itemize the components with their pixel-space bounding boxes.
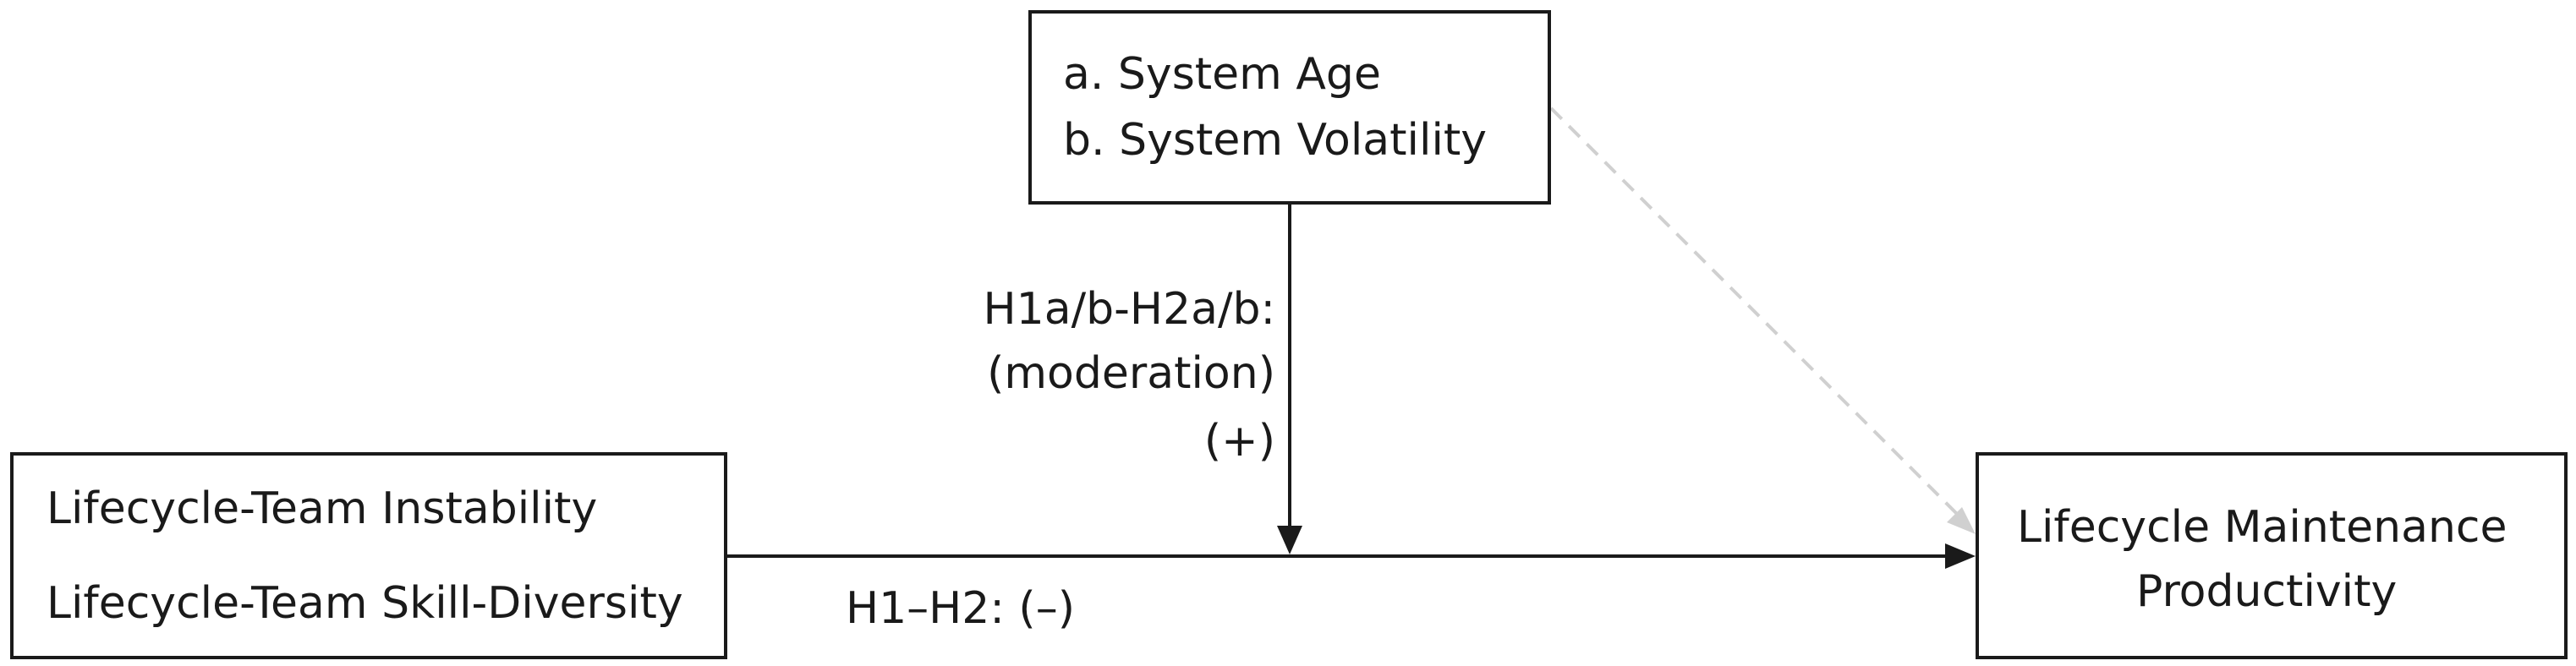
- system-volatility-label: b. System Volatility: [1063, 115, 1488, 166]
- main-effect-hypothesis-label: H1–H2: (–): [846, 583, 1075, 634]
- independent-variables-box: [10, 452, 727, 659]
- team-instability-label: Lifecycle-Team Instability: [47, 483, 598, 534]
- moderation-type-label: (moderation): [987, 348, 1275, 399]
- team-skill-diversity-label: Lifecycle-Team Skill-Diversity: [47, 578, 683, 629]
- maintenance-productivity-line-2: Productivity: [2136, 566, 2398, 617]
- system-age-label: a. System Age: [1063, 49, 1381, 100]
- dashed-direct-effect-arrowhead: [1947, 507, 1976, 534]
- moderators-box: [1028, 10, 1551, 205]
- moderation-sign-label: (+): [1203, 416, 1275, 467]
- maintenance-productivity-line-1: Lifecycle Maintenance: [2017, 502, 2507, 553]
- main-effect-arrowhead: [1945, 543, 1976, 569]
- dependent-variable-box: [1976, 452, 2568, 659]
- moderation-hypothesis-label: H1a/b-H2a/b:: [983, 284, 1275, 335]
- dashed-direct-effect-line: [1549, 106, 1962, 519]
- moderation-arrowhead: [1277, 526, 1302, 554]
